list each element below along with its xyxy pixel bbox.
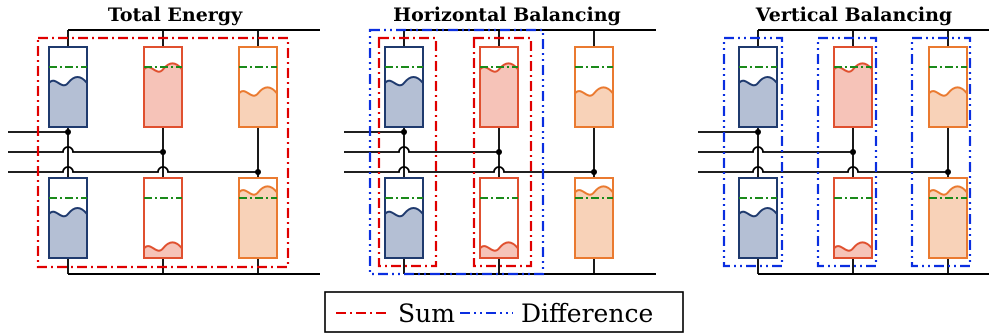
upper-arm-c-outline	[928, 46, 968, 128]
panel-title-horizontal-balancing: Horizontal Balancing	[393, 4, 621, 26]
lower-arm-b-energy-fill	[479, 241, 519, 259]
panel-title-vertical-balancing: Vertical Balancing	[755, 4, 952, 26]
upper-arm-c-energy-fill	[574, 86, 614, 128]
upper-arm-c-outline	[574, 46, 614, 128]
ac-phase-line-b	[698, 146, 853, 153]
legend-difference-label: Difference	[521, 299, 653, 328]
lower-arm-c-energy-fill	[928, 185, 968, 259]
panel-horizontal-balancing: Horizontal Balancing	[344, 4, 656, 275]
lower-arm-c-energy-fill	[574, 185, 614, 259]
upper-arm-b-outline	[479, 46, 519, 128]
ac-phase-line-c	[8, 166, 258, 173]
lower-arm-a-outline	[48, 177, 88, 259]
lower-arm-a-energy-fill	[48, 207, 88, 259]
vertical-difference-outline-b	[816, 36, 878, 268]
ac-phase-line-b	[344, 146, 499, 153]
lower-arm-b-outline	[143, 177, 183, 259]
panel-total-energy: Total Energy	[8, 4, 320, 275]
balancing-group-outlines	[36, 28, 972, 276]
upper-arm-a-energy-fill	[384, 76, 424, 128]
lower-arm-c-outline	[238, 177, 278, 259]
lower-arm-a-energy-fill	[738, 207, 778, 259]
upper-arm-b-energy-fill	[479, 62, 519, 128]
lower-arm-c-energy-fill	[238, 185, 278, 259]
upper-arm-c-energy-fill	[238, 86, 278, 128]
legend-sum-label: Sum	[398, 299, 455, 328]
upper-arm-b-energy-fill	[143, 62, 183, 128]
total-energy-sum-outline	[36, 36, 290, 269]
lower-arm-b-outline	[833, 177, 873, 259]
lower-arm-b-outline	[479, 177, 519, 259]
lower-arm-b-energy-fill	[143, 241, 183, 259]
ac-phase-line-b	[8, 146, 163, 153]
lower-arm-a-outline	[738, 177, 778, 259]
horizontal-difference-outline	[368, 28, 545, 276]
upper-arm-b-outline	[833, 46, 873, 128]
horizontal-sum-outline-b	[472, 36, 533, 268]
upper-arm-a-outline	[48, 46, 88, 128]
upper-arm-b-energy-fill	[833, 62, 873, 128]
upper-arm-c-outline	[238, 46, 278, 128]
lower-arm-c-outline	[928, 177, 968, 259]
lower-arm-b-energy-fill	[833, 241, 873, 259]
vertical-difference-outline-a	[722, 36, 784, 268]
upper-arm-b-outline	[143, 46, 183, 128]
upper-arm-c-energy-fill	[928, 86, 968, 128]
legend: Sum Difference	[324, 291, 684, 333]
upper-arm-a-outline	[738, 46, 778, 128]
lower-arm-a-outline	[384, 177, 424, 259]
lower-arm-a-energy-fill	[384, 207, 424, 259]
horizontal-sum-outline-a	[377, 36, 438, 268]
vertical-difference-outline-c	[910, 36, 972, 268]
panel-title-total-energy: Total Energy	[108, 4, 243, 26]
upper-arm-a-energy-fill	[738, 76, 778, 128]
upper-arm-a-energy-fill	[48, 76, 88, 128]
ac-phase-line-c	[344, 166, 594, 173]
panel-vertical-balancing: Vertical Balancing	[698, 4, 989, 275]
ac-phase-line-c	[698, 166, 948, 173]
upper-arm-a-outline	[384, 46, 424, 128]
lower-arm-c-outline	[574, 177, 614, 259]
